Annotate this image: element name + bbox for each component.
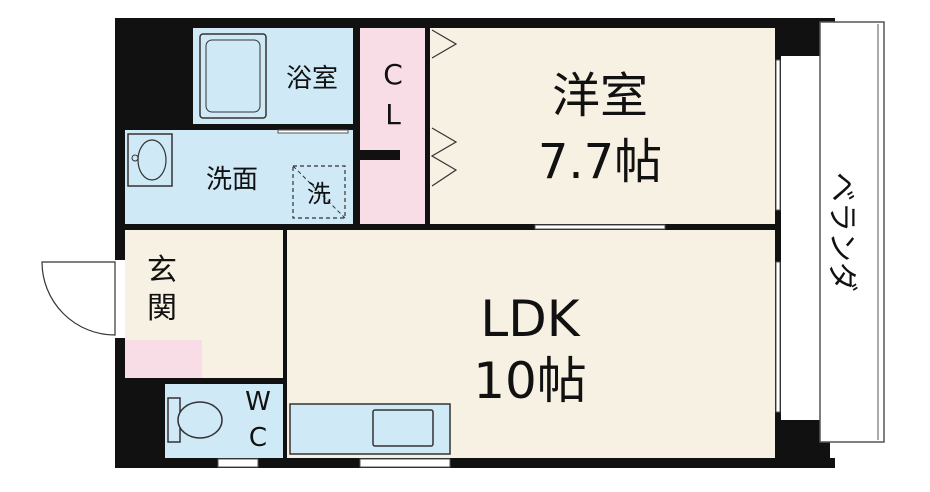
bathtub-inner (205, 39, 261, 113)
entrance-door-swing (41, 261, 116, 336)
basin-tap (131, 154, 139, 162)
toilet-bowl (177, 401, 223, 439)
balcony-label: ベランダ (824, 172, 859, 292)
entrance-tile (125, 340, 202, 378)
closet-label-c: C (383, 58, 403, 91)
ldk-size: 10帖 (473, 352, 587, 410)
ldk-name: LDK (480, 290, 580, 348)
closet-door-upper (431, 29, 458, 59)
western-room-size: 7.7帖 (538, 134, 662, 190)
washer-label: 洗 (307, 180, 331, 208)
entrance-label-2: 関 (147, 291, 177, 326)
toilet-label-w: W (245, 387, 271, 417)
entrance-label-1: 玄 (147, 253, 177, 288)
basin-bowl (137, 139, 167, 181)
closet-floor (360, 28, 425, 224)
toilet-label-c: C (249, 423, 267, 453)
closet-door-lower (430, 127, 458, 187)
washer-pan-diagonal-1 (292, 165, 346, 219)
western-room-floor (430, 28, 775, 224)
closet-label-l: L (385, 98, 401, 131)
windows (217, 59, 781, 468)
walls (115, 18, 835, 468)
washroom-label: 洗面 (206, 165, 258, 195)
bath-label: 浴室 (286, 64, 338, 94)
kitchen-sink (372, 409, 434, 447)
balcony (819, 21, 885, 443)
western-room-name: 洋室 (552, 68, 648, 124)
bathtub (199, 33, 267, 119)
